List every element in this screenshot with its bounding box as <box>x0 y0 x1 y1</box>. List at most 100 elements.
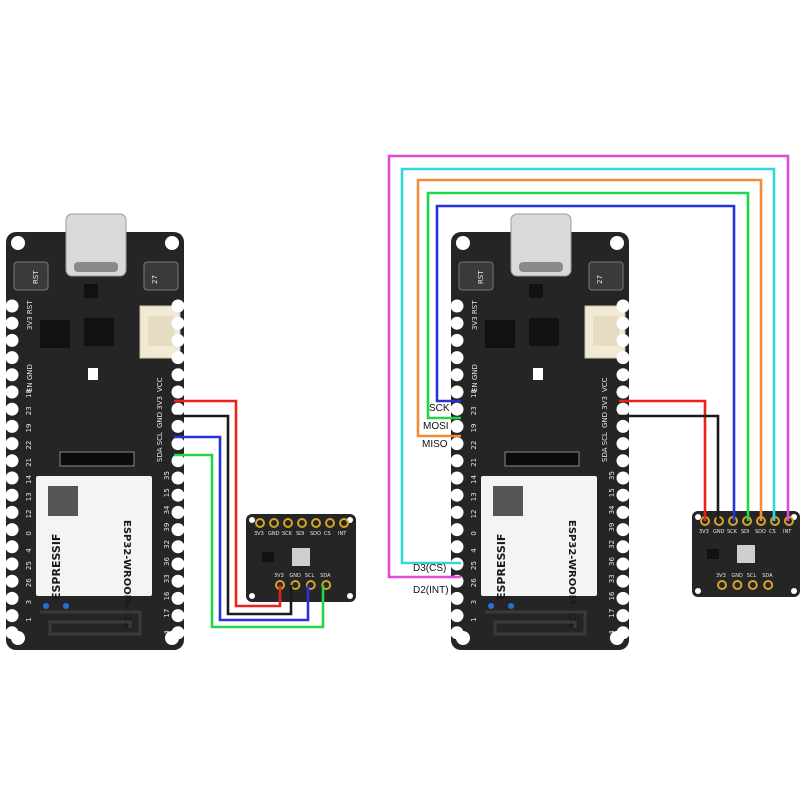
rst-button <box>13 261 49 291</box>
header-pin-hole <box>616 574 630 588</box>
header-pin-hole <box>5 351 19 365</box>
header-pin-hole <box>171 316 185 330</box>
header-pin-hole <box>616 437 630 451</box>
left-pin-number: 21 <box>25 458 33 467</box>
usb-c-connector <box>510 213 572 277</box>
left-pin-number: 4 <box>470 548 478 553</box>
sensor-chip <box>292 548 310 566</box>
label-sck: SCK <box>429 403 450 414</box>
chip <box>40 320 70 348</box>
header-pin-hole <box>5 540 19 554</box>
header-pin-hole <box>5 333 19 347</box>
header-pin-hole <box>5 488 19 502</box>
left-pin-number: 1 <box>25 617 33 621</box>
header-pin-hole <box>450 540 464 554</box>
right-pin-number: 34 <box>608 505 616 514</box>
sensor-board-left <box>246 514 356 602</box>
header-pin-hole <box>616 591 630 605</box>
header-pin-hole <box>450 385 464 399</box>
header-pin-hole <box>5 437 19 451</box>
header-pin-hole <box>5 609 19 623</box>
io27-label: 27 <box>151 275 159 284</box>
top-left-pins-label: 3V3 RST <box>471 300 479 330</box>
header-pin-hole <box>171 333 185 347</box>
header-pin-hole <box>616 540 630 554</box>
header-pin-hole <box>171 523 185 537</box>
top-left-pins-label: 3V3 RST <box>26 300 34 330</box>
header-pin-hole <box>616 471 630 485</box>
right-pin-number: 16 <box>163 591 171 600</box>
en-gnd-label: EN GND <box>26 364 34 392</box>
header-pin-hole <box>171 385 185 399</box>
header-pin-hole <box>5 402 19 416</box>
header-pin-hole <box>5 523 19 537</box>
header-pin-hole <box>171 402 185 416</box>
right-pin-number: 16 <box>608 591 616 600</box>
wire-miso <box>416 178 763 521</box>
fpc-connector <box>504 451 580 467</box>
sensor-pad-top <box>325 518 335 528</box>
left-pin-number: 3 <box>470 600 478 604</box>
sensor-pad-top <box>339 518 349 528</box>
fpc-connector <box>59 451 135 467</box>
sensor-pad-label: SDI <box>741 529 750 535</box>
sensor-pad-label: SCK <box>282 531 293 537</box>
left-pin-number: 22 <box>470 441 478 450</box>
sensor-pad-label: 3V3 <box>254 531 264 537</box>
header-pin-hole <box>450 437 464 451</box>
sensor-pad-top <box>255 518 265 528</box>
sensor-pad-label: SDO <box>755 529 766 535</box>
sensor-pad-top <box>269 518 279 528</box>
right-pin-number: 33 <box>608 574 616 583</box>
antenna-trace <box>485 610 587 636</box>
right-pin-number: 17 <box>608 609 616 618</box>
rst-label: RST <box>477 270 485 284</box>
header-pin-hole <box>171 488 185 502</box>
header-pin-hole <box>450 626 464 640</box>
sensor-pad-top <box>311 518 321 528</box>
left-pin-number: 13 <box>25 492 33 501</box>
header-pin-hole <box>171 454 185 468</box>
wire-cs <box>400 167 776 565</box>
wire-sck <box>435 204 736 521</box>
right-pin-number: 39 <box>163 523 171 532</box>
header-pin-hole <box>5 299 19 313</box>
label-miso: MISO <box>422 439 448 450</box>
vendor-logo-text: ESPRESSIF <box>50 534 63 600</box>
sensor-pad-label: INT <box>338 531 347 537</box>
header-pin-hole <box>5 505 19 519</box>
header-pin-hole <box>171 351 185 365</box>
header-pin-hole <box>616 368 630 382</box>
wire-gnd <box>619 414 720 521</box>
header-pin-hole <box>450 419 464 433</box>
header-pin-hole <box>450 368 464 382</box>
label-int: D2(INT) <box>413 585 449 596</box>
header-pin-hole <box>171 471 185 485</box>
esp32-board-left: RST 27 3V3 RST EN GND VCC GND 3V3 SDA SC… <box>6 213 184 650</box>
left-pin-number: 22 <box>25 441 33 450</box>
sensor-pad-bottom <box>763 580 774 590</box>
sensor-pad-label: GND <box>289 573 301 579</box>
sensor-pad-label: 3V3 <box>699 529 709 535</box>
header-pin-hole <box>616 626 630 640</box>
sensor-pad-label: 3V3 <box>274 573 284 579</box>
gnd-3v3-label: GND 3V3 <box>156 396 164 428</box>
sensor-pad-label: SCK <box>727 529 738 535</box>
left-pin-number: 0 <box>25 531 33 535</box>
header-pin-hole <box>616 385 630 399</box>
header-pin-hole <box>616 609 630 623</box>
header-pin-hole <box>616 351 630 365</box>
rst-label: RST <box>32 270 40 284</box>
io27-label: 27 <box>596 275 604 284</box>
sensor-pad-top <box>297 518 307 528</box>
left-pin-number: 0 <box>470 531 478 535</box>
left-pin-number: 23 <box>25 406 33 415</box>
header-pin-hole <box>616 419 630 433</box>
header-pin-hole <box>450 488 464 502</box>
header-pin-hole <box>450 299 464 313</box>
left-pin-number: 12 <box>25 509 33 518</box>
header-pin-hole <box>171 557 185 571</box>
left-pin-number: 25 <box>470 561 478 570</box>
left-pin-number: 21 <box>470 458 478 467</box>
